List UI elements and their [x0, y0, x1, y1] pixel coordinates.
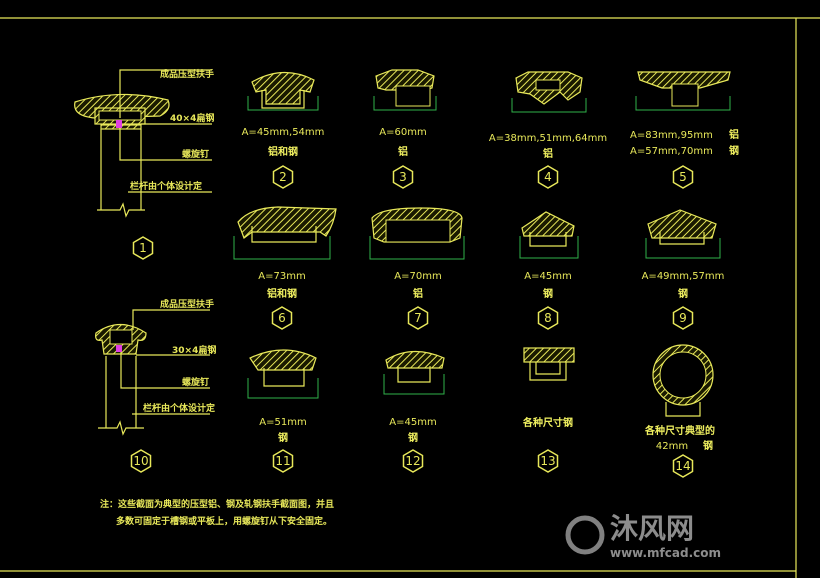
dimension-text: A=45mm: [389, 417, 436, 428]
detail-number: 2: [279, 170, 287, 184]
profile-4: A=38mm,51mm,64mm 铝 4: [489, 71, 607, 189]
profile-9: A=49mm,57mm 钢 9: [642, 209, 725, 330]
detail-number: 10: [133, 454, 148, 468]
material-text: 钢: [729, 144, 739, 157]
label-screw: 螺旋钉: [182, 148, 209, 160]
material-text: 铝: [398, 145, 408, 158]
material-text: 铝和钢: [268, 145, 298, 158]
label-baluster: 栏杆由个体设计定: [143, 402, 216, 414]
material-text: 钢: [678, 287, 688, 300]
profile-14: 各种尺寸典型的 42mm 钢 14: [644, 344, 715, 478]
detail-number: 7: [414, 311, 422, 325]
label-flat-steel: 40×4扁钢: [170, 112, 214, 124]
profile-7: A=70mm 铝 7: [369, 207, 465, 330]
dimension-text: A=73mm: [258, 271, 305, 282]
detail-number: 11: [275, 454, 290, 468]
material-text: 铝: [729, 128, 739, 141]
screw-icon: [116, 120, 122, 128]
dimension-text: A=70mm: [394, 271, 441, 282]
detail-10: 成品压型扶手 30×4扁钢 螺旋钉 栏杆由个体设计定 10: [95, 298, 216, 473]
label-handrail: 成品压型扶手: [160, 68, 214, 80]
detail-number: 8: [544, 311, 552, 325]
dimension-text: A=49mm,57mm: [642, 271, 725, 282]
material-text: 铝: [413, 287, 423, 300]
material-text: 各种尺寸典型的: [644, 424, 715, 437]
detail-number: 5: [679, 170, 687, 184]
material-text: 钢: [543, 287, 553, 300]
profile-13: 各种尺寸钢 13: [522, 347, 575, 473]
watermark-logo-icon: [565, 515, 605, 555]
detail-1: 成品压型扶手 40×4扁钢 螺旋钉 栏杆由个体设计定 1: [74, 68, 214, 260]
watermark-url: www.mfcad.com: [610, 546, 721, 560]
detail-number: 6: [278, 311, 286, 325]
drawing-frame: [0, 17, 820, 578]
material-text: 钢: [408, 431, 418, 444]
material-text: 钢: [278, 431, 288, 444]
profile-11: A=51mm 钢 11: [247, 349, 319, 473]
detail-number: 12: [405, 454, 420, 468]
dimension-text: A=45mm: [524, 271, 571, 282]
dimension-text: A=51mm: [259, 417, 306, 428]
note-line-1: 注：这些截面为典型的压型铝、钢及轧钢扶手截面图，并且: [100, 498, 334, 510]
profile-8: A=45mm 钢 8: [519, 211, 579, 330]
profile-2: A=45mm,54mm 铝和钢 2: [242, 71, 325, 189]
dimension-text: A=57mm,70mm: [630, 146, 713, 157]
detail-number: 3: [399, 170, 407, 184]
profile-12: A=45mm 钢 12: [383, 350, 445, 473]
dimension-text: A=38mm,51mm,64mm: [489, 133, 607, 144]
dimension-text: 42mm: [656, 441, 688, 452]
dimension-text: A=60mm: [379, 127, 426, 138]
material-text: 各种尺寸钢: [522, 416, 573, 429]
dimension-text: A=83mm,95mm: [630, 130, 713, 141]
material-text: 铝: [543, 147, 553, 160]
label-handrail: 成品压型扶手: [160, 298, 214, 310]
profile-6: A=73mm 铝和钢 6: [233, 206, 337, 330]
watermark-brand: 沐风网: [610, 512, 694, 545]
label-screw: 螺旋钉: [182, 376, 209, 388]
detail-number: 4: [544, 170, 552, 184]
label-flat-steel: 30×4扁钢: [172, 344, 216, 356]
material-text: 钢: [703, 439, 713, 452]
dimension-text: A=45mm,54mm: [242, 127, 325, 138]
watermark: 沐风网 www.mfcad.com: [565, 512, 721, 560]
detail-number: 13: [540, 454, 555, 468]
material-text: 铝和钢: [267, 287, 297, 300]
detail-number: 14: [675, 459, 690, 473]
label-baluster: 栏杆由个体设计定: [130, 180, 203, 192]
profile-3: A=60mm 铝 3: [373, 69, 437, 189]
detail-number: 9: [679, 311, 687, 325]
note-line-2: 多数可固定于槽钢或平板上，用螺旋钉从下安全固定。: [116, 515, 332, 527]
profile-5: A=83mm,95mm A=57mm,70mm 铝 钢 5: [630, 71, 739, 189]
detail-number: 1: [139, 241, 147, 255]
screw-icon: [116, 345, 122, 352]
